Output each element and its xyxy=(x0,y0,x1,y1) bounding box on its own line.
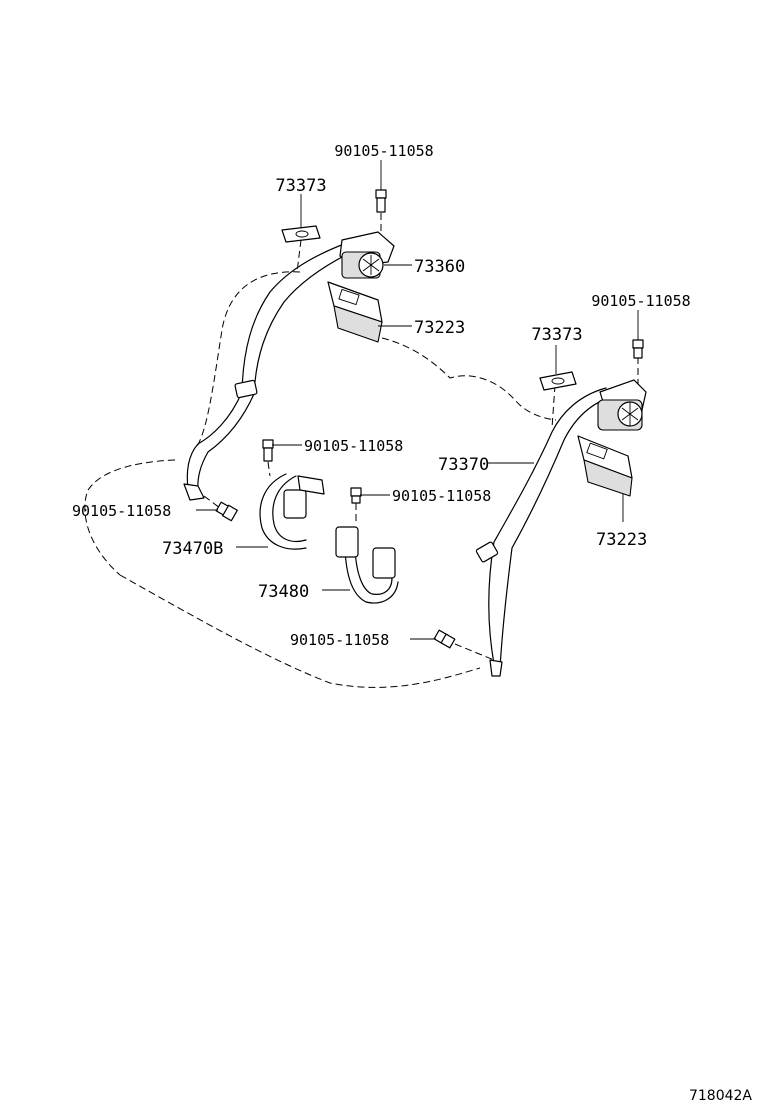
left-retractor xyxy=(339,231,395,279)
label-buckle-center: 73480 xyxy=(258,582,309,602)
label-bolt-top: 90105-11058 xyxy=(334,142,433,160)
seat-outline xyxy=(84,271,557,688)
left-belt-webbing xyxy=(183,237,361,501)
label-bolt-right-top: 90105-11058 xyxy=(591,292,690,310)
right-anchor-plate xyxy=(539,371,577,391)
label-cover-left: 73223 xyxy=(414,318,465,338)
bolt-top xyxy=(375,189,387,213)
leader-lines xyxy=(203,213,639,661)
label-bolt-center: 90105-11058 xyxy=(392,487,491,505)
label-buckle-left: 73470B xyxy=(162,539,223,559)
right-retractor xyxy=(597,379,647,431)
right-cover xyxy=(577,435,633,497)
right-belt-webbing xyxy=(475,387,615,677)
label-plate-left: 73373 xyxy=(275,176,326,196)
label-bolt-mid: 90105-11058 xyxy=(304,437,403,455)
bolt-mid xyxy=(262,439,274,462)
left-cover xyxy=(327,281,383,343)
label-belt-right: 73370 xyxy=(438,455,489,475)
left-buckle xyxy=(259,473,325,550)
label-bolt-left: 90105-11058 xyxy=(72,502,171,520)
label-leaders xyxy=(196,160,639,640)
bolt-right-top xyxy=(632,339,644,359)
bolt-bottom xyxy=(433,629,456,649)
bolt-center xyxy=(350,487,362,504)
center-buckle xyxy=(335,526,399,604)
label-retractor-left: 73360 xyxy=(414,257,465,277)
left-anchor-plate xyxy=(281,225,321,243)
label-bolt-bottom: 90105-11058 xyxy=(290,631,389,649)
diagram-code: 718042A xyxy=(689,1088,752,1104)
label-cover-right: 73223 xyxy=(596,530,647,550)
bolt-left xyxy=(215,501,238,522)
label-plate-right: 73373 xyxy=(531,325,582,345)
